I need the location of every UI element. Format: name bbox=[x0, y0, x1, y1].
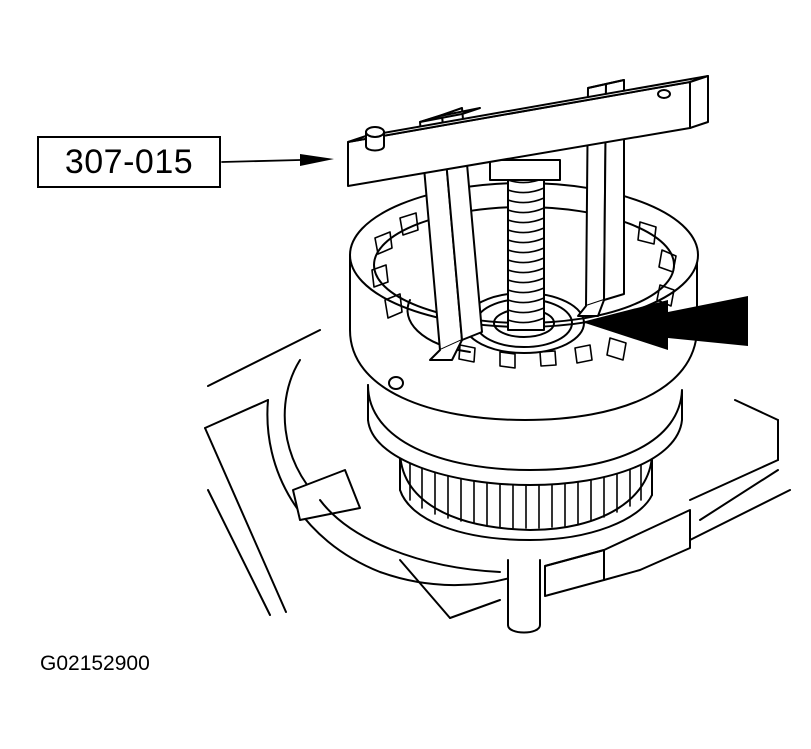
tool-number-label: 307-015 bbox=[64, 142, 194, 181]
middle-hub bbox=[367, 384, 683, 486]
forcing-screw bbox=[489, 159, 561, 331]
large-solid-arrow-left-icon bbox=[582, 296, 748, 350]
figure-id: G02152900 bbox=[40, 652, 150, 675]
support-blocks bbox=[544, 509, 691, 597]
cross-bar bbox=[347, 75, 709, 187]
tool-callout-box: 307-015 bbox=[37, 136, 221, 188]
arrow-right-icon bbox=[221, 154, 334, 166]
output-shaft bbox=[507, 559, 541, 634]
support-disc bbox=[266, 359, 521, 587]
base-plate bbox=[204, 329, 791, 619]
